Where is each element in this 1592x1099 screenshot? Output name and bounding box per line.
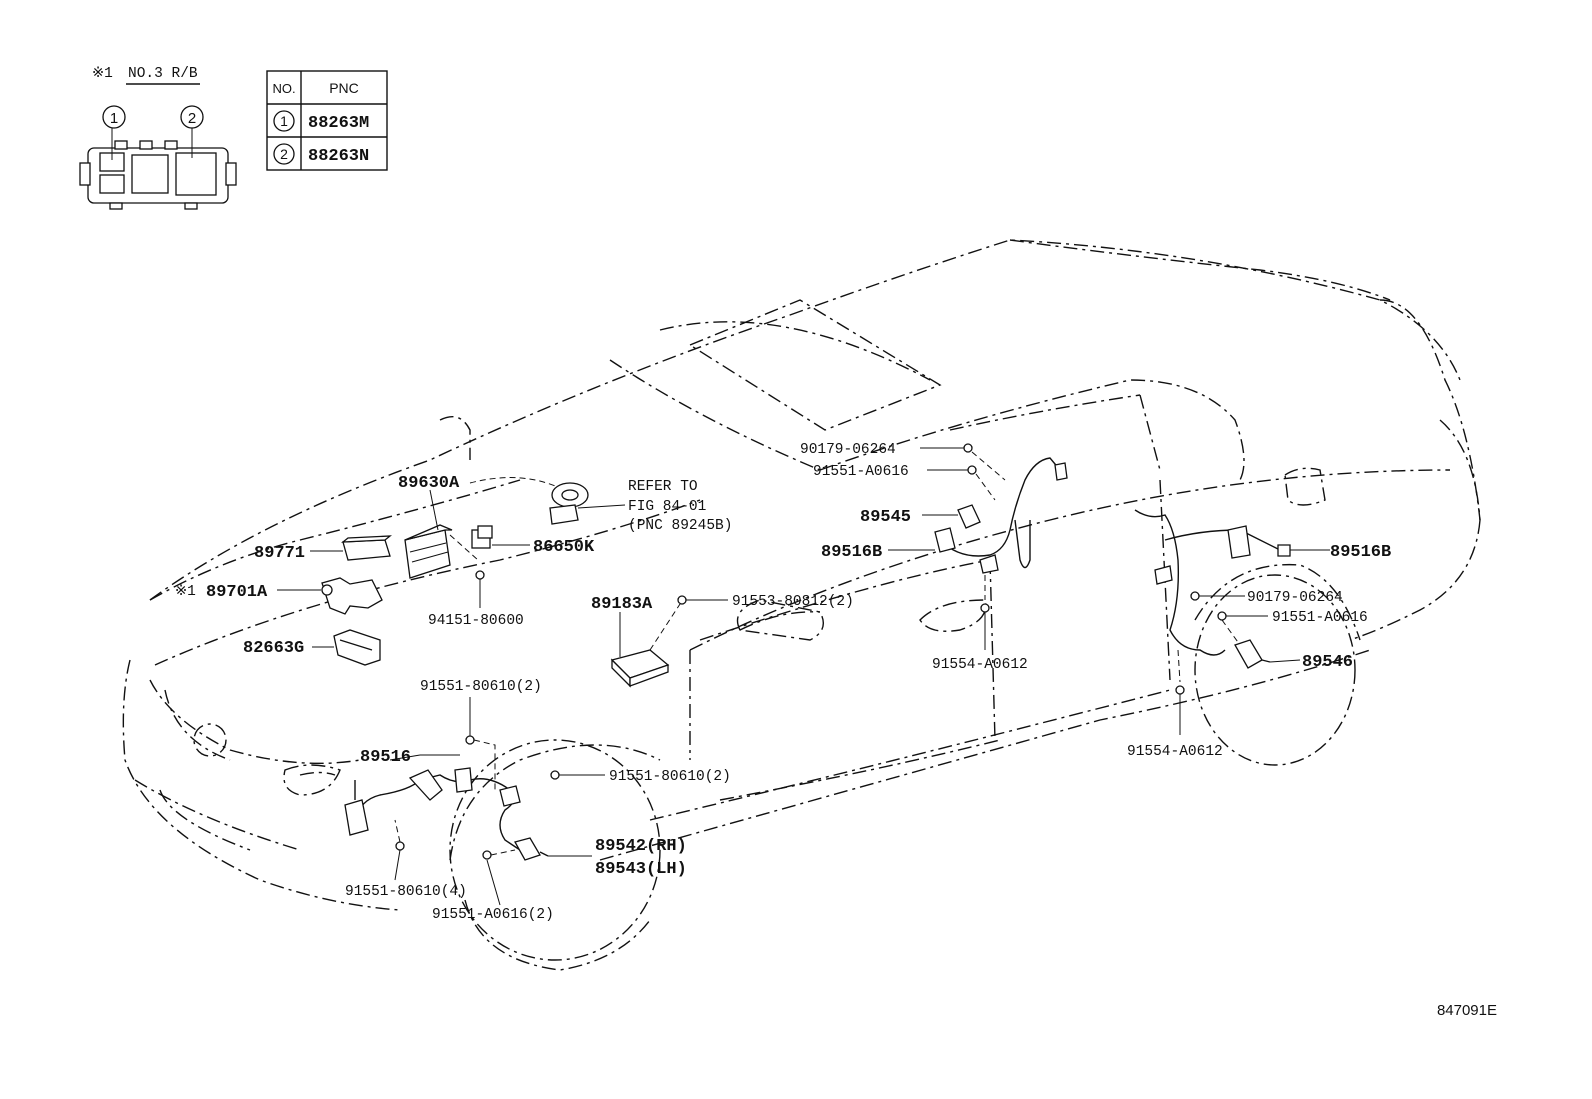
figure-code: 847091E xyxy=(1437,1002,1497,1019)
callout-1-number: 1 xyxy=(110,110,118,127)
bolt-91551-80610-mid[interactable] xyxy=(550,770,560,780)
pnc-table-header-no: NO. xyxy=(272,81,295,96)
label-89545[interactable]: 89545 xyxy=(860,508,911,527)
label-89771[interactable]: 89771 xyxy=(254,544,305,563)
label-89516B-b[interactable]: 89516B xyxy=(1330,543,1391,562)
bolt-91554-A0612-b[interactable] xyxy=(1175,685,1185,695)
label-89183A[interactable]: 89183A xyxy=(591,595,653,614)
label-89542[interactable]: 89542(RH) xyxy=(595,837,687,856)
label-91554-A0612-b[interactable]: 91554-A0612 xyxy=(1127,744,1223,760)
label-89630A[interactable]: 89630A xyxy=(398,474,460,493)
relay-block-no3: ※1 NO.3 R/B 1 2 xyxy=(79,66,237,210)
bolt-91551-80610-top[interactable] xyxy=(465,735,475,745)
label-91551-A0616-2[interactable]: 91551-A0616(2) xyxy=(432,907,554,923)
relay-note-mark: ※1 xyxy=(92,66,113,82)
label-90179-06264-b[interactable]: 90179-06264 xyxy=(1247,590,1343,606)
label-89516B-a[interactable]: 89516B xyxy=(821,543,882,562)
label-91551-A0616-a[interactable]: 91551-A0616 xyxy=(813,464,909,480)
part-89771[interactable] xyxy=(341,535,392,561)
pnc-table-row2-no: 2 xyxy=(280,146,288,162)
label-89516[interactable]: 89516 xyxy=(360,748,411,767)
part-94151-80600[interactable] xyxy=(475,570,485,580)
bolt-91554-A0612-a[interactable] xyxy=(980,603,990,613)
bolt-91551-A0616-a[interactable] xyxy=(967,465,977,475)
relay-block-tab-left xyxy=(79,162,91,186)
relay-slot-1b xyxy=(99,174,125,194)
callout-2-number: 2 xyxy=(188,110,196,127)
label-89543[interactable]: 89543(LH) xyxy=(595,860,687,879)
part-89630A[interactable] xyxy=(404,524,453,579)
label-90179-06264-a[interactable]: 90179-06264 xyxy=(800,442,896,458)
label-89701A[interactable]: 89701A xyxy=(206,583,268,602)
label-86650K[interactable]: 86650K xyxy=(533,538,595,557)
bolt-91551-A0616-2[interactable] xyxy=(482,850,492,860)
part-89701A[interactable] xyxy=(321,577,383,615)
car-body-outline xyxy=(122,239,1481,971)
part-89542-89543-sensor[interactable] xyxy=(514,837,549,861)
bolt-91551-80610-4[interactable] xyxy=(395,841,405,851)
relay-block-tab-right xyxy=(225,162,237,186)
relay-slot-2 xyxy=(175,152,217,196)
mark-89701A: ※1 xyxy=(175,584,196,600)
label-91551-80610-top[interactable]: 91551-80610(2) xyxy=(420,679,542,695)
label-91551-A0616-b[interactable]: 91551-A0616 xyxy=(1272,610,1368,626)
pnc-table-row1-pnc: 88263M xyxy=(308,114,369,133)
part-spiral-cable xyxy=(549,482,589,525)
pnc-table-row1-no: 1 xyxy=(280,113,288,129)
relay-note-text: NO.3 R/B xyxy=(128,66,198,82)
nut-90179-06264-a[interactable] xyxy=(963,443,973,453)
refer-to-line2: FIG 84-01 xyxy=(628,499,706,515)
part-89516-harness[interactable] xyxy=(344,767,521,851)
pnc-table-header-pnc: PNC xyxy=(329,80,359,96)
label-91553-80812[interactable]: 91553-80812(2) xyxy=(732,594,854,610)
refer-to-line1: REFER TO xyxy=(628,479,698,495)
part-89516B-harness-left[interactable] xyxy=(934,457,1068,574)
part-89516B-harness-right[interactable] xyxy=(1134,509,1291,656)
label-91554-A0612-a[interactable]: 91554-A0612 xyxy=(932,657,1028,673)
label-91551-80610-4[interactable]: 91551-80610(4) xyxy=(345,884,467,900)
part-89183A[interactable] xyxy=(610,649,670,688)
label-91551-80610-mid[interactable]: 91551-80610(2) xyxy=(609,769,731,785)
label-89546[interactable]: 89546 xyxy=(1302,653,1353,672)
part-91553-80812[interactable] xyxy=(677,595,687,605)
part-89546-sensor[interactable] xyxy=(1234,639,1271,669)
nut-90179-06264-b[interactable] xyxy=(1190,591,1200,601)
bolt-91551-A0616-b[interactable] xyxy=(1217,611,1227,621)
part-86650K[interactable] xyxy=(471,525,493,549)
relay-slot-mid xyxy=(131,154,169,194)
refer-to-line3: (PNC 89245B) xyxy=(628,518,732,534)
part-82663G[interactable] xyxy=(333,629,381,666)
pnc-table: NO. PNC 1 88263M 2 88263N xyxy=(266,70,388,171)
label-94151-80600[interactable]: 94151-80600 xyxy=(428,613,524,629)
part-89545-sensor[interactable] xyxy=(957,504,981,529)
callout-circle-1 xyxy=(102,105,126,129)
label-82663G[interactable]: 82663G xyxy=(243,639,304,658)
pnc-table-row2-pnc: 88263N xyxy=(308,147,369,166)
